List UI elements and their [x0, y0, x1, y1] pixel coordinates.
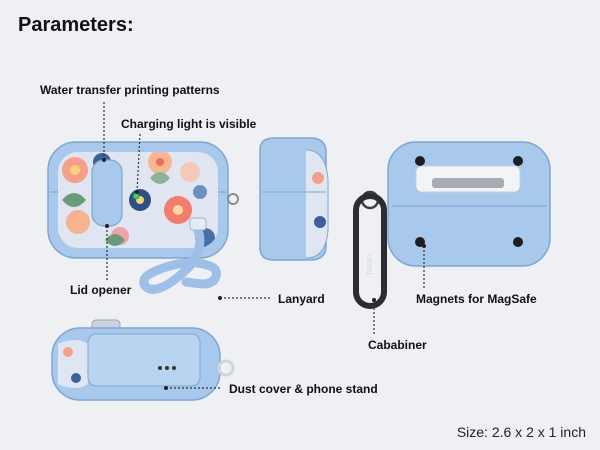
case-back-view	[387, 141, 551, 267]
label-charging-light: Charging light is visible	[121, 117, 257, 131]
size-spec: Size: 2.6 x 2 x 1 inch	[456, 424, 586, 440]
label-lid-opener: Lid opener	[70, 283, 132, 297]
case-bottom-view	[51, 319, 235, 401]
case-side-view	[259, 137, 329, 261]
carabiner-brand-text: TATOFY	[368, 253, 374, 276]
page-title: Parameters:	[18, 14, 134, 36]
label-magnets: Magnets for MagSafe	[416, 292, 537, 306]
callout-leaders	[102, 102, 426, 390]
label-dust-cover: Dust cover & phone stand	[229, 382, 378, 396]
floral-pattern	[58, 152, 218, 248]
label-carabiner: Cababiner	[368, 338, 427, 352]
label-water-transfer: Water transfer printing patterns	[40, 83, 220, 97]
label-lanyard: Lanyard	[278, 292, 325, 306]
case-front-view	[47, 141, 239, 294]
carabiner: TATOFY	[353, 190, 387, 309]
